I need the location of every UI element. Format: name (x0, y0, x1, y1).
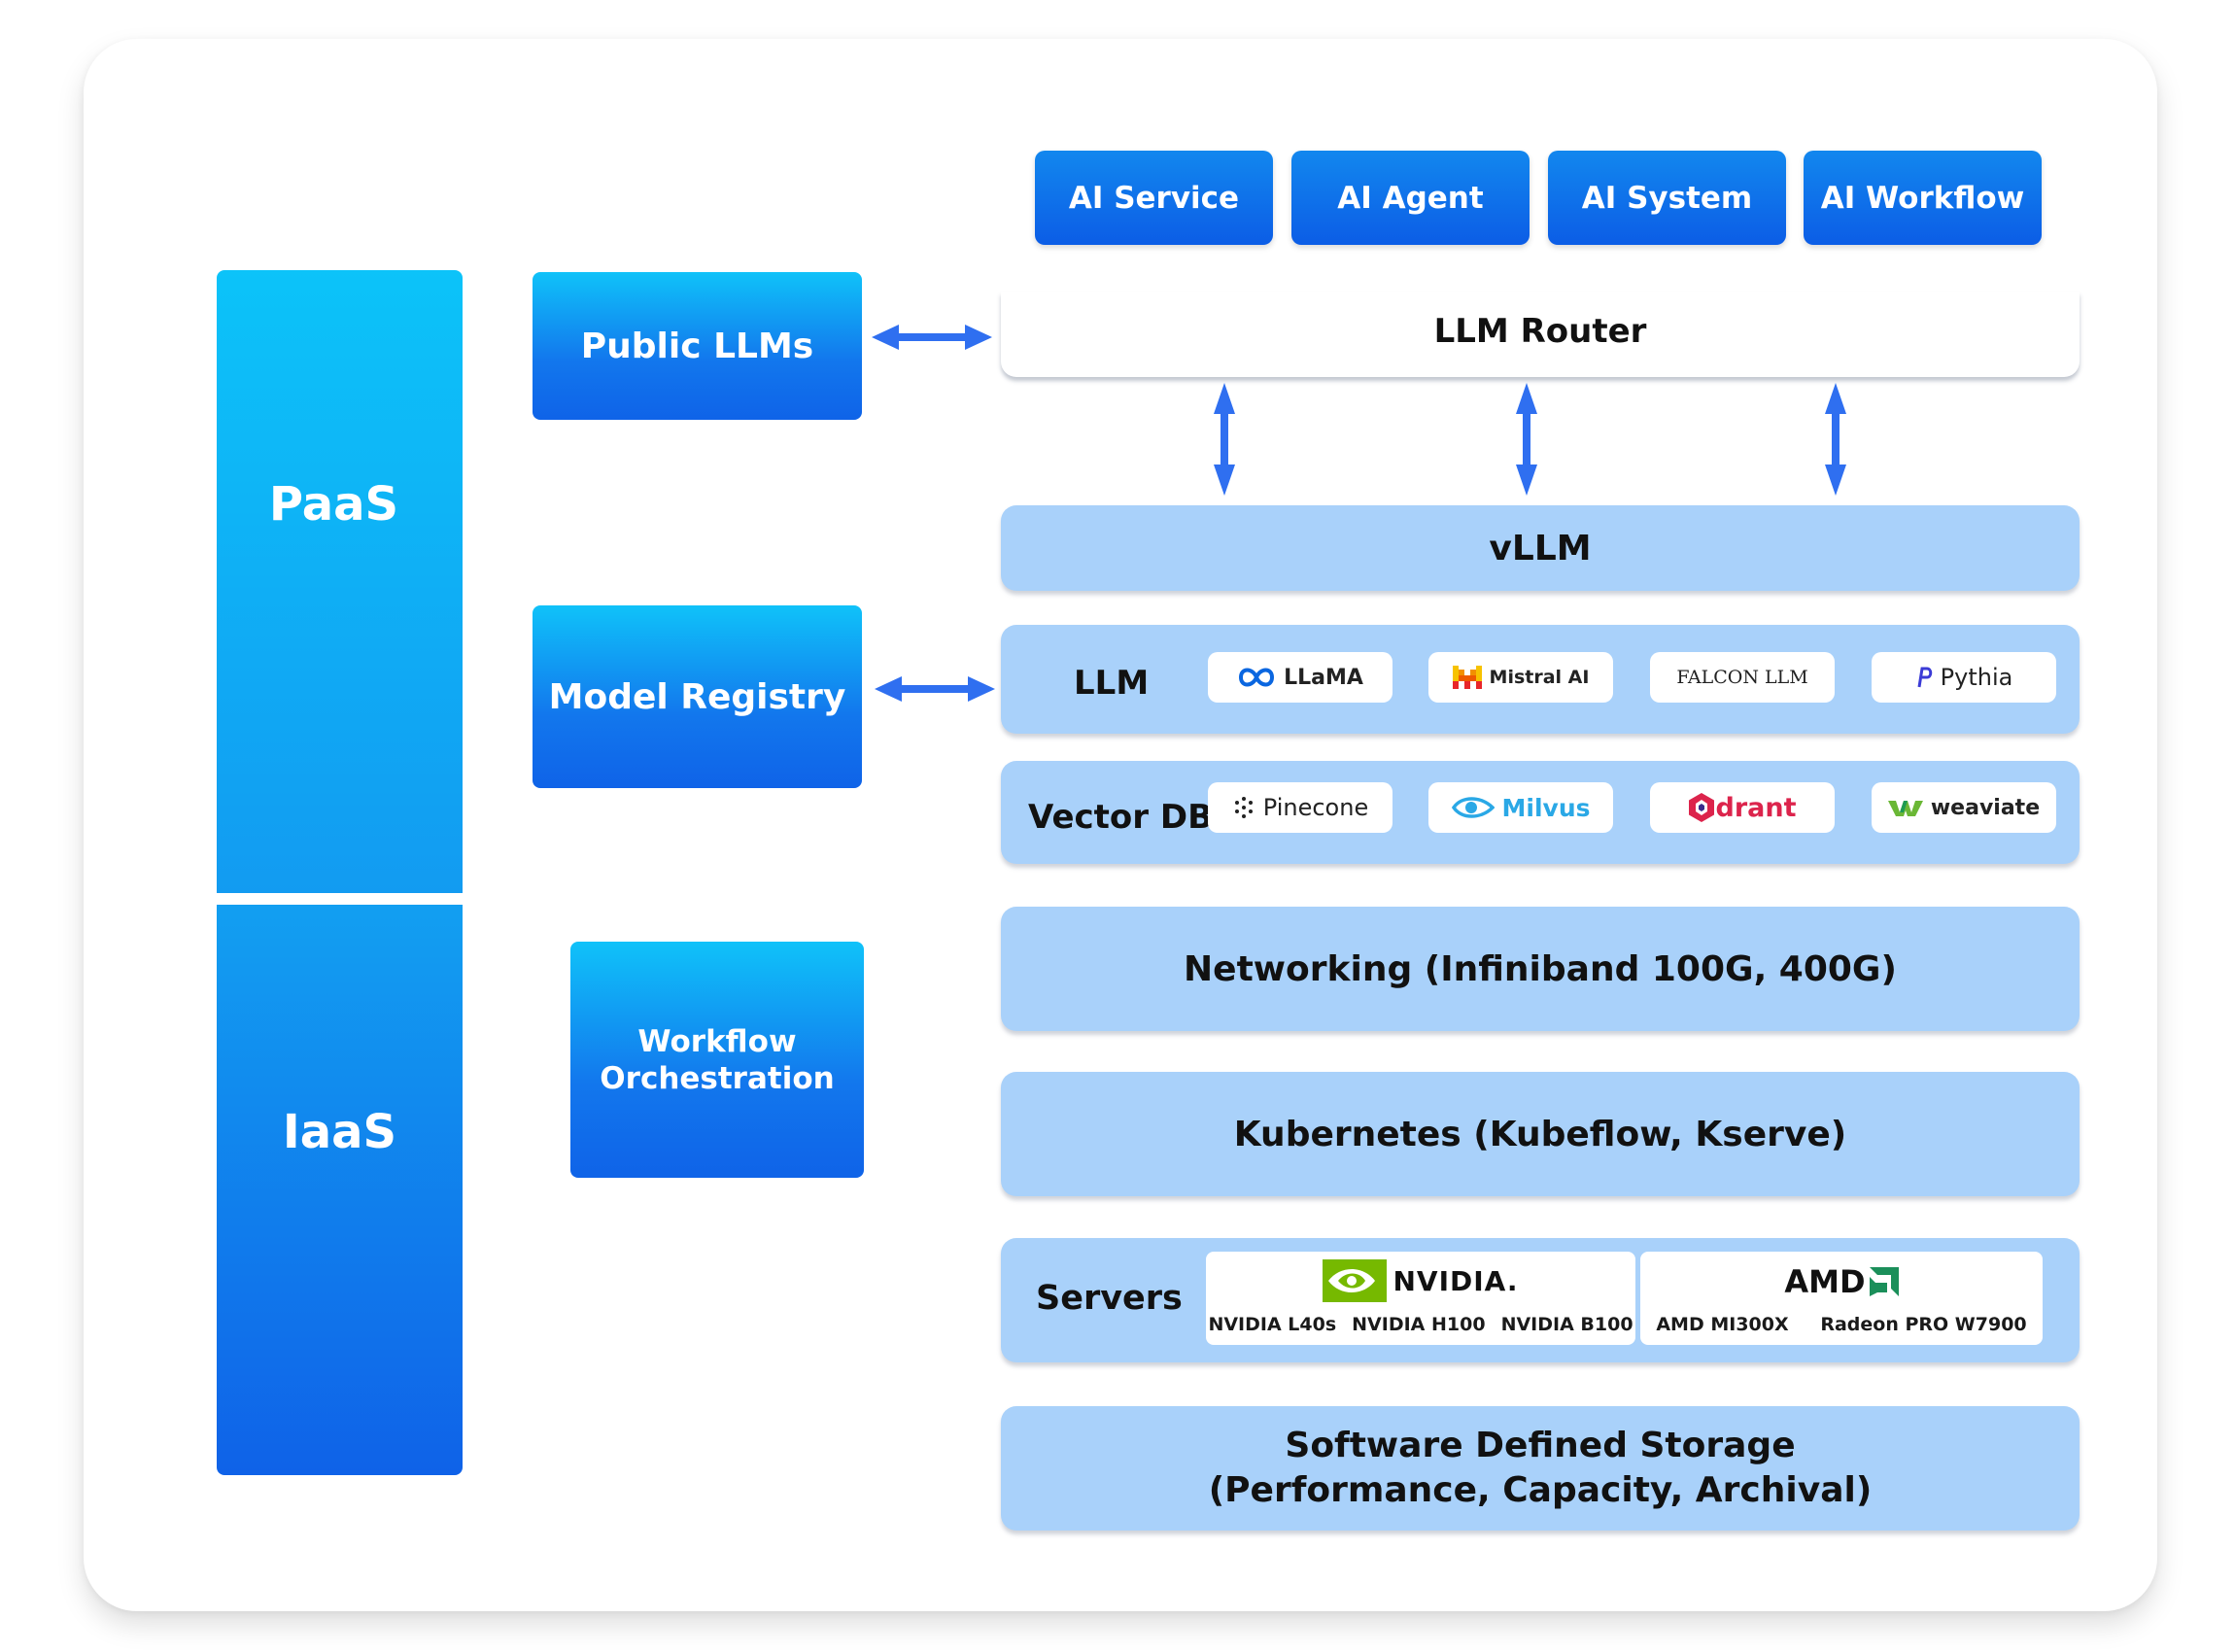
paas-column: PaaS (217, 270, 463, 893)
ai-service-button[interactable]: AI Service (1035, 151, 1273, 245)
ai-workflow-button[interactable]: AI Workflow (1804, 151, 2042, 245)
storage-label-line1: Software Defined Storage (1285, 1426, 1796, 1465)
falcon-logo: FALCON LLM (1650, 652, 1835, 703)
router-vllm-arrow-1 (1214, 383, 1235, 496)
nvidia-eye-icon (1323, 1259, 1388, 1302)
pinecone-icon (1234, 797, 1253, 818)
networking-layer: Networking (Infiniband 100G, 400G) (1001, 907, 2080, 1031)
storage-layer: Software Defined Storage (Performance, C… (1001, 1406, 2080, 1531)
pythia-logo: Pythia (1872, 652, 2056, 703)
gpu-nvidia-h100: NVIDIA H100 (1352, 1314, 1486, 1335)
workflow-label-line1: Workflow (637, 1023, 797, 1059)
nvidia-brand: NVIDIA. (1393, 1264, 1519, 1297)
weaviate-icon (1887, 801, 1923, 816)
pinecone-text: Pinecone (1262, 794, 1369, 821)
weaviate-text: weaviate (1930, 795, 2041, 820)
amd-card: AMD AMD MI300X Radeon PRO W7900 (1640, 1252, 2043, 1345)
qdrant-icon (1688, 793, 1714, 822)
gpu-nvidia-b100: NVIDIA B100 (1500, 1314, 1633, 1335)
workflow-label-line2: Orchestration (600, 1060, 835, 1096)
weaviate-logo: weaviate (1872, 782, 2056, 833)
iaas-column: IaaS (217, 905, 463, 1475)
workflow-orchestration-box: Workflow Orchestration (570, 942, 864, 1178)
model-registry-llm-arrow (875, 676, 995, 702)
ai-system-label: AI System (1581, 180, 1753, 216)
llm-router-label: LLM Router (1433, 312, 1647, 351)
milvus-logo: Milvus (1428, 782, 1613, 833)
llm-layer: LLM LLaMA Mistral AI FALCON LLM Pythia (1001, 625, 2080, 734)
mistral-text: Mistral AI (1489, 667, 1590, 688)
kubernetes-layer: Kubernetes (Kubeflow, Kserve) (1001, 1072, 2080, 1196)
mistral-icon (1452, 666, 1482, 689)
llm-router: LLM Router (1001, 292, 2080, 377)
ai-workflow-label: AI Workflow (1820, 180, 2025, 216)
pythia-text: Pythia (1940, 664, 2013, 691)
llama-text: LLaMA (1284, 665, 1363, 690)
milvus-eye-icon (1451, 797, 1495, 818)
falcon-text: FALCON LLM (1676, 667, 1808, 688)
pythia-icon (1917, 667, 1932, 688)
qdrant-text: drant (1715, 792, 1797, 823)
vllm-layer: vLLM (1001, 505, 2080, 591)
vector-db-layer: Vector DB Pinecone Milvus drant w (1001, 761, 2080, 864)
llm-label: LLM (1074, 664, 1150, 703)
paas-label: PaaS (268, 476, 399, 532)
model-registry-box: Model Registry (533, 605, 862, 788)
amd-arrow-icon (1869, 1267, 1899, 1296)
public-llms-router-arrow (872, 325, 992, 350)
networking-label: Networking (Infiniband 100G, 400G) (1184, 948, 1897, 989)
milvus-text: Milvus (1501, 793, 1591, 822)
gpu-amd-mi300x: AMD MI300X (1656, 1314, 1789, 1335)
public-llms-label: Public LLMs (580, 326, 814, 366)
pinecone-logo: Pinecone (1208, 782, 1393, 833)
qdrant-logo: drant (1650, 782, 1835, 833)
ai-service-label: AI Service (1068, 180, 1240, 216)
kubernetes-label: Kubernetes (Kubeflow, Kserve) (1233, 1114, 1847, 1154)
public-llms-box: Public LLMs (533, 272, 862, 420)
ai-agent-button[interactable]: AI Agent (1291, 151, 1530, 245)
router-vllm-arrow-3 (1825, 383, 1846, 496)
ai-system-button[interactable]: AI System (1548, 151, 1786, 245)
gpu-radeon-pro-w7900: Radeon PRO W7900 (1820, 1314, 2027, 1335)
servers-label: Servers (1036, 1279, 1183, 1318)
nvidia-card: NVIDIA. NVIDIA L40s NVIDIA H100 NVIDIA B… (1206, 1252, 1635, 1345)
amd-brand: AMD (1784, 1263, 1866, 1300)
model-registry-label: Model Registry (548, 676, 846, 717)
vector-db-label: Vector DB (1028, 798, 1214, 837)
router-vllm-arrow-2 (1516, 383, 1537, 496)
meta-infinity-icon (1239, 668, 1275, 687)
gpu-nvidia-l40s: NVIDIA L40s (1208, 1314, 1337, 1335)
iaas-label: IaaS (282, 1104, 397, 1159)
ai-agent-label: AI Agent (1337, 180, 1484, 216)
vllm-label: vLLM (1489, 528, 1592, 568)
mistral-logo: Mistral AI (1428, 652, 1613, 703)
llama-logo: LLaMA (1208, 652, 1393, 703)
servers-layer: Servers NVIDIA. NVIDIA L40s NVIDIA H100 … (1001, 1238, 2080, 1362)
storage-label-line2: (Performance, Capacity, Archival) (1208, 1470, 1873, 1510)
